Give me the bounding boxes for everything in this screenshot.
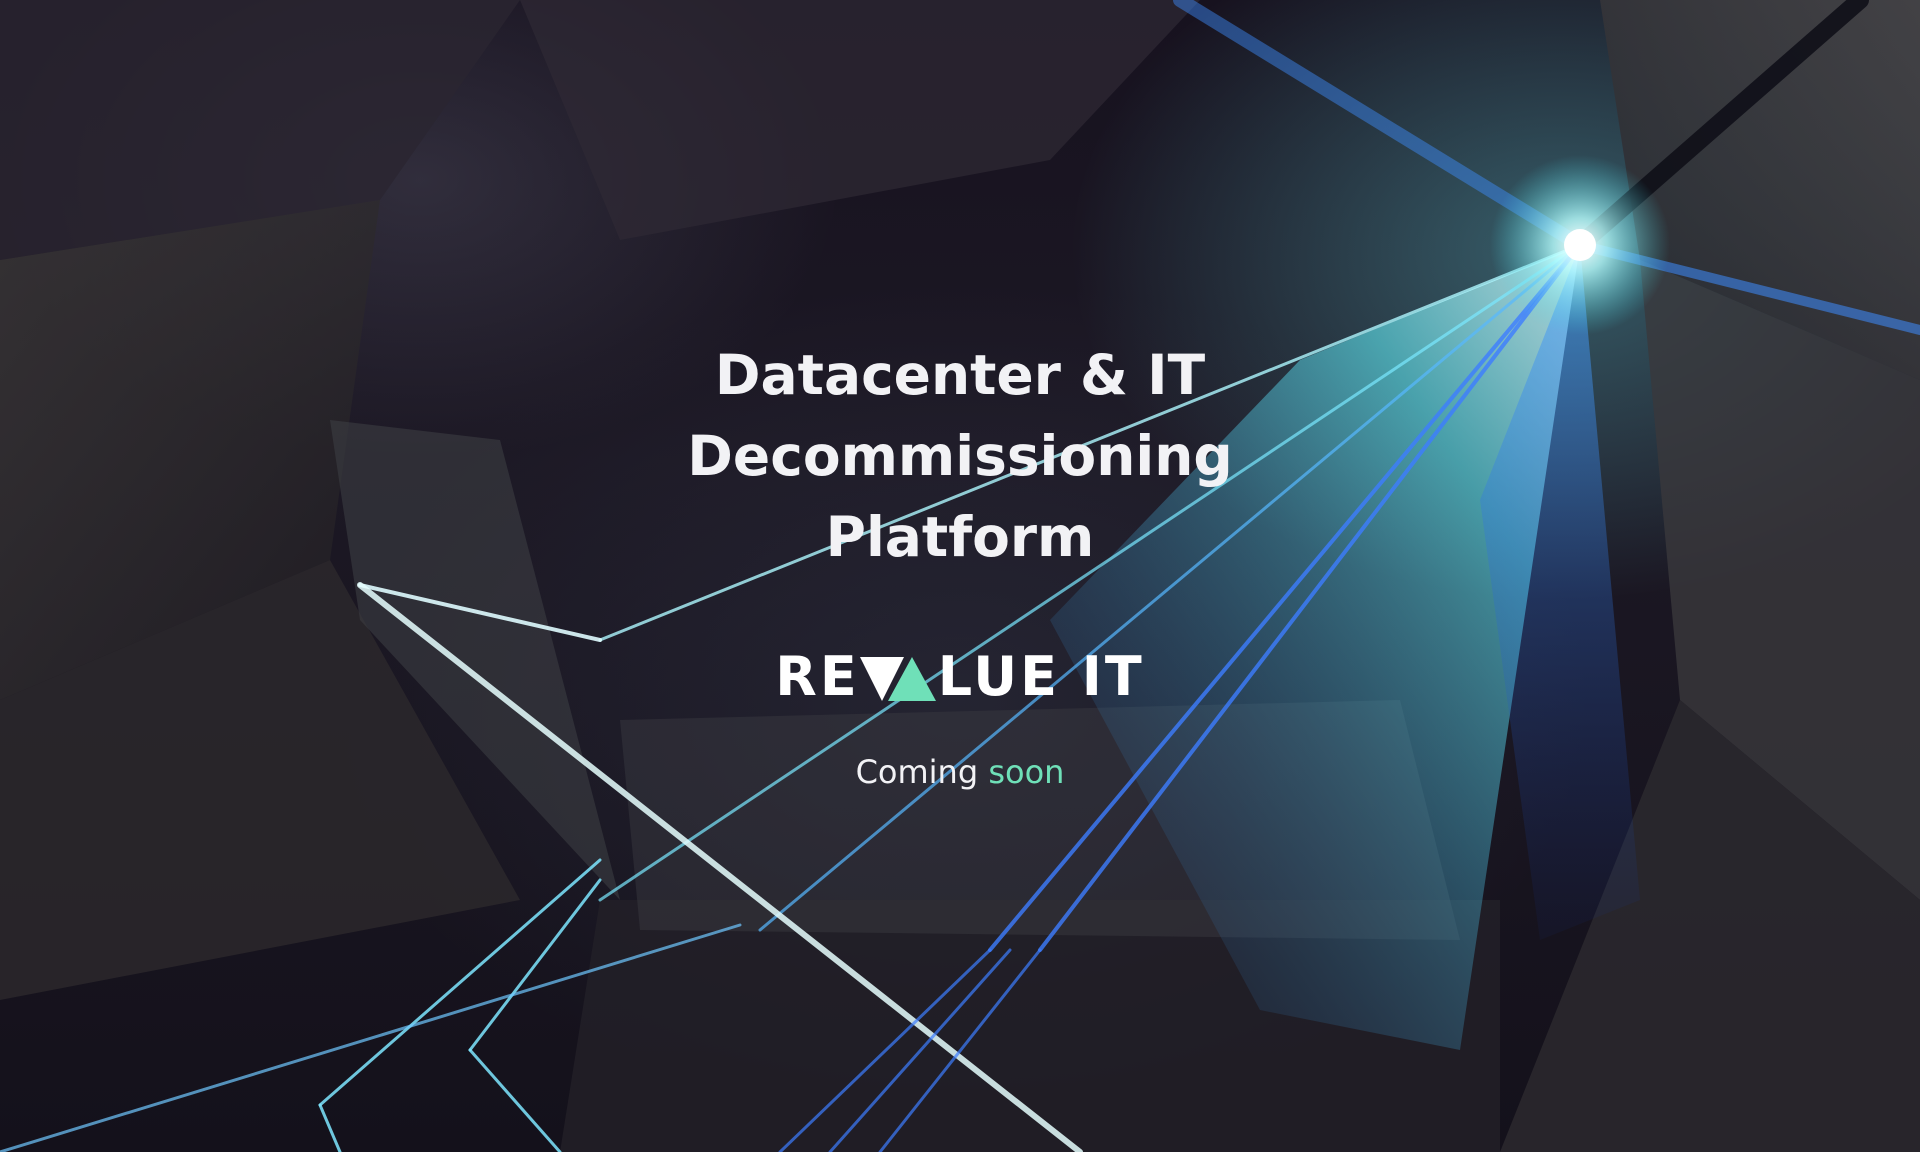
headline-line-2: Decommissioning <box>687 424 1233 488</box>
brand-logo: RE LUE IT <box>0 646 1920 708</box>
triangle-mark-icon <box>887 657 936 701</box>
hero-content: Datacenter & IT Decommissioning Platform… <box>0 335 1920 792</box>
tagline-accent: soon <box>988 753 1065 791</box>
headline-line-3: Platform <box>825 505 1095 569</box>
coming-soon-tagline: Coming soon <box>0 752 1920 792</box>
logo-text-left: RE <box>775 645 860 708</box>
page-title: Datacenter & IT Decommissioning Platform <box>610 335 1310 578</box>
tagline-prefix: Coming <box>855 753 979 791</box>
headline-line-1: Datacenter & IT <box>714 343 1206 407</box>
logo-text-right: LUE IT <box>937 645 1145 708</box>
